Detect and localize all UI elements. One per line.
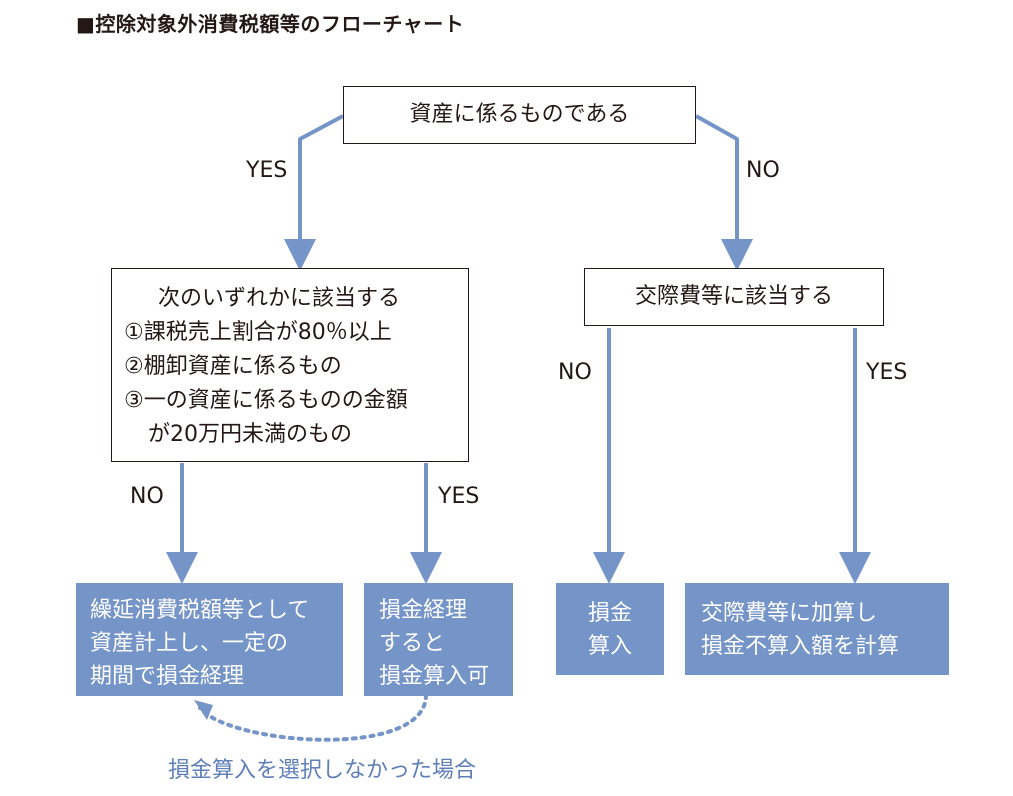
page-title: ■控除対象外消費税額等のフローチャート <box>76 12 465 36</box>
result-box-deductible: 損金 算入 <box>556 583 664 675</box>
result-defer-line-1: 繰延消費税額等として <box>90 598 310 623</box>
arrow-root-no <box>695 114 753 271</box>
arrow-root-yes <box>284 114 344 271</box>
condition-box-left: 次のいずれかに該当する ①課税売上割合が80％以上 ②棚卸資産に係るもの ③一の… <box>111 268 469 462</box>
result-deduct-line-3: 損金算入可 <box>379 664 490 689</box>
label-yes-left: YES <box>438 484 480 509</box>
condition-item-3-cont: が20万円未満のもの <box>148 422 352 447</box>
result-deductible-line-2: 算入 <box>587 634 632 659</box>
result-deduct-line-2: すると <box>379 631 446 656</box>
result-defer-line-2: 資産計上し、一定の <box>90 631 289 656</box>
result-entertainment-line-2: 損金不算入額を計算 <box>701 634 900 659</box>
label-no-root: NO <box>746 158 780 183</box>
condition-item-3: ③一の資産に係るものの金額 <box>124 388 408 413</box>
dotted-return-arrowhead <box>194 700 213 720</box>
result-box-entertainment: 交際費等に加算し 損金不算入額を計算 <box>685 583 949 675</box>
root-question-box: 資産に係るものである <box>343 86 696 144</box>
condition-item-2: ②棚卸資産に係るもの <box>124 354 342 379</box>
condition-item-1: ①課税売上割合が80％以上 <box>124 320 392 345</box>
label-yes-right: YES <box>866 360 908 385</box>
condition-box-right: 交際費等に該当する <box>584 268 884 326</box>
dotted-return-arrow <box>198 693 428 742</box>
root-question-text: 資産に係るものである <box>409 102 630 127</box>
fallback-note: 損金算入を選択しなかった場合 <box>168 758 477 783</box>
result-defer-line-3: 期間で損金経理 <box>90 664 245 689</box>
label-no-right: NO <box>558 360 592 385</box>
label-yes-root: YES <box>246 158 288 183</box>
result-deduct-line-1: 損金経理 <box>379 598 468 623</box>
result-box-deduct: 損金経理 すると 損金算入可 <box>364 583 513 696</box>
result-entertainment-line-1: 交際費等に加算し <box>701 601 878 626</box>
condition-heading: 次のいずれかに該当する <box>158 286 401 311</box>
result-box-defer: 繰延消費税額等として 資産計上し、一定の 期間で損金経理 <box>76 583 343 696</box>
result-deductible-line-1: 損金 <box>587 601 632 626</box>
condition-right-text: 交際費等に該当する <box>634 284 833 309</box>
label-no-left: NO <box>130 484 164 509</box>
